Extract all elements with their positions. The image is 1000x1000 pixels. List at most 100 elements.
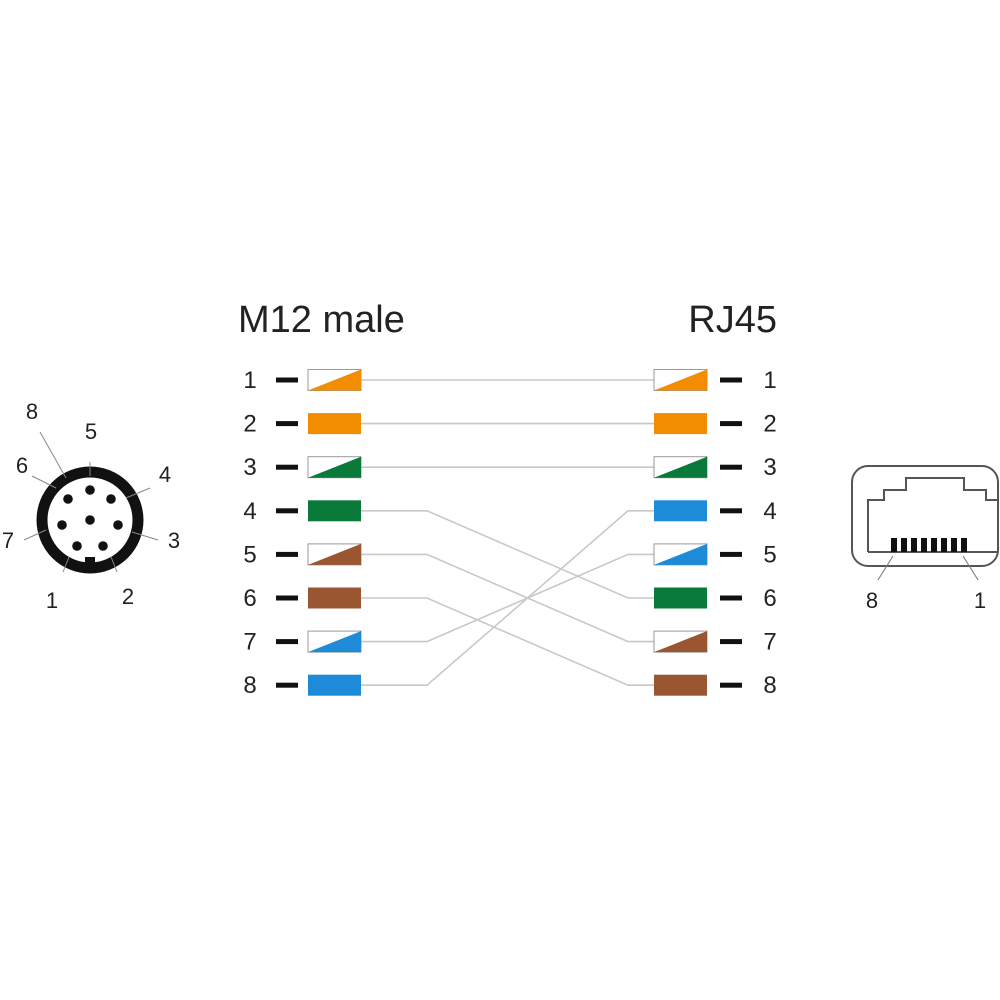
rj45-title: RJ45	[688, 299, 777, 341]
rj45-pin-number: 2	[763, 411, 776, 438]
rj45-pin-number: 4	[763, 498, 776, 525]
rj45-pin-row: 6	[654, 585, 777, 612]
m12-face-pin-4: 4	[106, 462, 171, 504]
leader-line	[39, 431, 67, 479]
pin-dash	[720, 639, 742, 645]
m12-face-pin-1: 1	[46, 541, 82, 613]
m12-wire-color-swatch	[308, 674, 361, 696]
rj45-wire-color-swatch	[653, 630, 708, 653]
stripe-color	[654, 543, 707, 565]
rj45-pin-row: 1	[653, 367, 777, 394]
pin-dash	[276, 682, 298, 688]
pin-dot	[85, 515, 95, 525]
rj45-wire-color-swatch	[654, 500, 707, 522]
stripe-color	[308, 369, 361, 391]
m12-pin-row: 7	[243, 629, 362, 656]
pin-dash	[276, 464, 298, 470]
pin-dash	[276, 551, 298, 557]
pin-dash	[276, 639, 298, 645]
rj45-wire-color-swatch	[653, 369, 708, 391]
m12-pin-number: 6	[243, 585, 256, 612]
pin-dot	[63, 494, 73, 504]
wire-6-to-8	[361, 597, 654, 687]
rj45-contact	[941, 538, 947, 552]
pin-dot	[113, 520, 123, 530]
m12-wire-color-swatch	[307, 456, 362, 479]
rj45-contact	[961, 538, 967, 552]
pin-dot	[72, 541, 82, 551]
rj45-contact	[911, 538, 917, 552]
m12-face-pin-label: 7	[2, 528, 14, 553]
m12-pin-number: 4	[243, 498, 256, 525]
rj45-pin-row: 5	[653, 541, 777, 568]
pin-dash	[720, 551, 742, 557]
pin-dot	[98, 541, 108, 551]
pin-dash	[720, 377, 742, 383]
m12-pin-row: 2	[243, 411, 361, 438]
rj45-contact	[891, 538, 897, 552]
leader-line	[125, 487, 151, 499]
m12-pin-row: 8	[243, 672, 361, 699]
rj45-pin-row: 7	[653, 629, 777, 656]
rj45-wire-color-swatch	[653, 456, 708, 479]
m12-title: M12 male	[238, 299, 405, 341]
stripe-color	[654, 369, 707, 391]
rj45-jack-label-right: 1	[974, 588, 986, 613]
m12-face-pin-7: 7	[2, 520, 67, 553]
rj45-pin-row: 4	[654, 498, 777, 525]
rj45-wire-color-swatch	[654, 587, 707, 609]
m12-face-pin-label: 2	[122, 584, 134, 609]
leader-line	[62, 556, 70, 573]
leader-line	[23, 529, 47, 541]
wire-8-to-4	[361, 509, 654, 687]
m12-face-pin-3: 3	[113, 520, 180, 553]
m12-pin-number: 2	[243, 411, 256, 438]
stripe-color	[308, 543, 361, 565]
rj45-pin-number: 1	[763, 367, 776, 394]
pin-dash	[276, 377, 298, 383]
leader-line	[31, 475, 57, 489]
m12-wire-color-swatch	[307, 369, 362, 391]
leader-line	[877, 555, 894, 581]
pin-dot	[57, 520, 67, 530]
m12-pin-number: 5	[243, 541, 256, 568]
m12-pin-number: 1	[243, 367, 256, 394]
pin-dash	[720, 421, 742, 427]
rj45-pin-number: 6	[763, 585, 776, 612]
leader-line	[131, 531, 159, 541]
rj45-contact	[921, 538, 927, 552]
rj45-contact	[951, 538, 957, 552]
m12-pin-row: 3	[243, 454, 362, 481]
m12-face-pin-label: 6	[16, 453, 28, 478]
m12-pin-row: 1	[243, 367, 362, 394]
stripe-color	[308, 456, 361, 478]
stripe-color	[654, 456, 707, 478]
leader-line	[962, 555, 979, 581]
rj45-pin-number: 5	[763, 541, 776, 568]
m12-pin-row: 6	[243, 585, 361, 612]
rj45-jack-label-left: 8	[866, 588, 878, 613]
m12-face-pin-label: 5	[85, 419, 97, 444]
m12-key-notch	[85, 557, 95, 567]
wire-group	[361, 379, 654, 687]
pin-dash	[276, 508, 298, 514]
rj45-opening-outline	[867, 477, 998, 552]
pin-dot	[106, 494, 116, 504]
m12-face-pin-label: 3	[168, 528, 180, 553]
m12-face-pin-label: 1	[46, 588, 58, 613]
m12-pin-row: 4	[243, 498, 361, 525]
rj45-pin-number: 3	[763, 454, 776, 481]
rj45-pin-row: 8	[654, 672, 777, 699]
stripe-color	[308, 631, 361, 653]
rj45-pin-row: 3	[653, 454, 777, 481]
m12-pin-number: 7	[243, 629, 256, 656]
m12-face-pin-8: 8	[26, 399, 95, 525]
m12-wire-color-swatch	[308, 587, 361, 609]
pin-dash	[720, 464, 742, 470]
pin-dash	[276, 595, 298, 601]
rj45-pin-number: 7	[763, 629, 776, 656]
m12-face-pin-6: 6	[16, 453, 73, 504]
m12-pin-number: 3	[243, 454, 256, 481]
m12-wire-color-swatch	[307, 630, 362, 653]
